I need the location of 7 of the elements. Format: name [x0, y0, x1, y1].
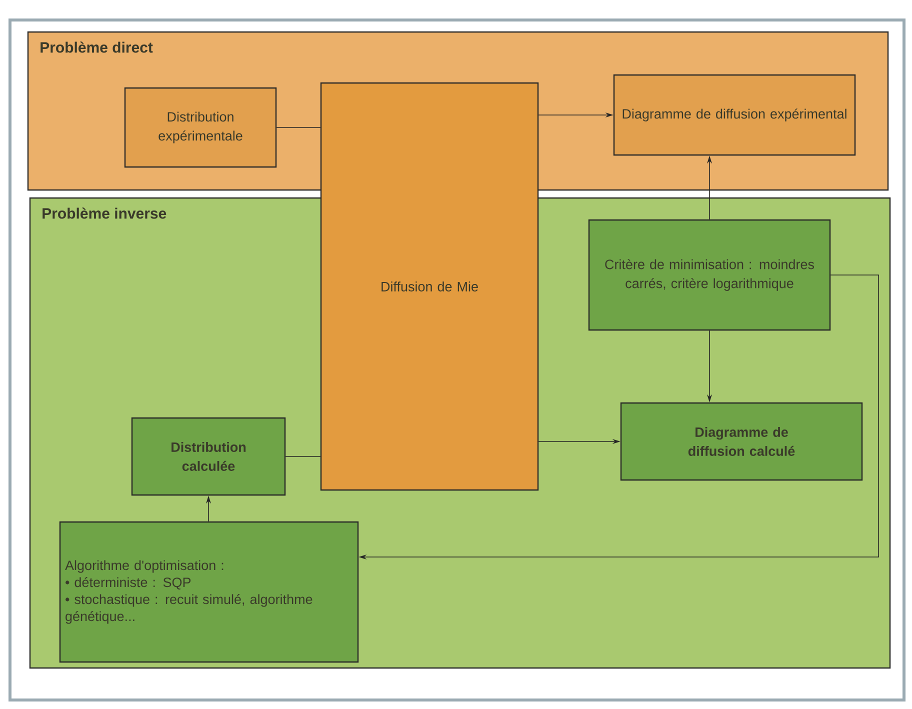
process-box: Distribution expérimentale — [124, 87, 277, 168]
process-box: Diagramme de diffusion calculé — [620, 402, 863, 481]
process-box: Critère de minimisation : moindres carrés, critère logarithmique — [588, 219, 831, 331]
process-box: Distribution calculée — [131, 417, 286, 496]
process-box: Diagramme de diffusion expérimental — [613, 74, 856, 156]
process-box: Algorithme d'optimisation : • déterministe : SQP • stochastique : recuit simulé, algorithme génétique... — [59, 521, 359, 663]
process-box: Diffusion de Mie — [320, 82, 539, 491]
